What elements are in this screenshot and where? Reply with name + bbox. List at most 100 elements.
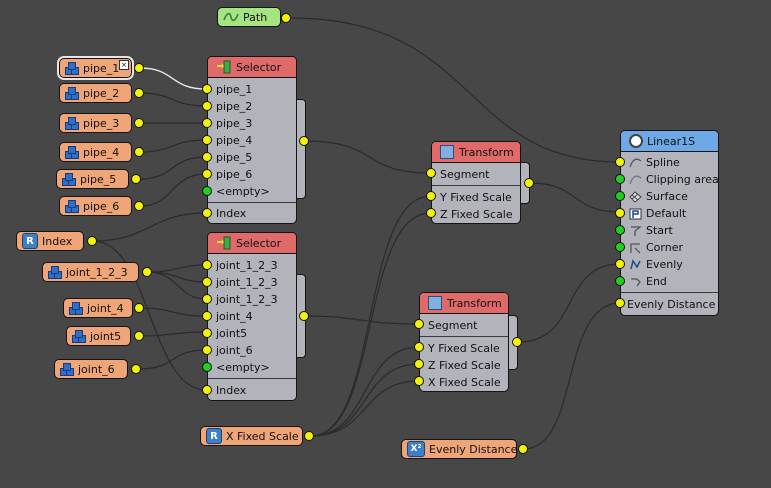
transform-top-header[interactable]: Transform [432,142,520,163]
linear1s-start-pin[interactable] [615,225,625,235]
linear1s-spline-pin[interactable] [615,157,625,167]
joint-1-2-3-label: joint_1_2_3 [66,265,128,279]
joint5-output-pin[interactable] [134,331,144,341]
selector-top-input-pin[interactable] [202,84,212,94]
linear1s-clipping-pin[interactable] [615,174,625,184]
joint-4-node[interactable]: joint_4 [63,298,133,318]
linear1s-title: Linear1S [647,134,696,148]
evenly-distance-node[interactable]: X² Evenly Distance [401,439,517,459]
transform-bottom-row: Y Fixed Scale [428,342,500,355]
joint-1-2-3-node[interactable]: joint_1_2_3 [42,262,139,282]
linear1s-evenly-distance-pin[interactable] [615,298,625,308]
linear1s-row-label: Surface [646,190,688,203]
transform-bottom-header[interactable]: Transform [420,293,508,314]
selector-bottom-input-pin[interactable] [202,328,212,338]
wire-xfs-tr-top-z [310,212,432,437]
transform-bottom-x-pin[interactable] [414,376,424,386]
transform-top-segment-pin[interactable] [426,168,436,178]
wire-xfs-tr-bot-x [310,380,420,437]
selector-bottom-empty-pin[interactable] [202,362,212,372]
selector-top-index-pin[interactable] [202,208,212,218]
joint-1-2-3-output-pin[interactable] [142,267,152,277]
selector-top-node[interactable]: Selector pipe_1 pipe_2 pipe_3 pipe_4 pip… [207,56,297,224]
selector-top-empty-pin[interactable] [202,186,212,196]
linear1s-surface-pin[interactable] [615,191,625,201]
selector-bottom-header[interactable]: Selector [208,233,296,254]
linear1s-end-pin[interactable] [615,276,625,286]
selector-bottom-index-pin[interactable] [202,385,212,395]
joint-4-output-pin[interactable] [134,303,144,313]
pipe-5-node[interactable]: pipe_5 [56,169,129,189]
pipe-4-node[interactable]: pipe_4 [59,142,132,162]
wire-seltop-transform [303,140,432,174]
linear1s-divider [621,292,718,293]
selector-top-index: Index [216,207,247,220]
selector-bottom-input-pin[interactable] [202,294,212,304]
linear1s-row-label: Spline [646,156,680,169]
joint5-node[interactable]: joint5 [66,326,131,346]
selector-top-input-pin[interactable] [202,101,212,111]
linear1s-row-surface: Surface [629,188,688,205]
transform-bottom-z-pin[interactable] [414,359,424,369]
transform-top-node[interactable]: Transform Segment Y Fixed Scale Z Fixed … [431,141,521,224]
linear1s-header[interactable]: Linear1S [621,131,718,152]
selector-top-input-pin[interactable] [202,152,212,162]
index-node[interactable]: R Index [16,231,84,251]
end-icon [631,278,641,287]
x-fixed-scale-output-pin[interactable] [304,431,314,441]
wire-pipe4-selector [139,139,207,153]
wave-icon [223,12,239,22]
transform-top-y-pin[interactable] [426,191,436,201]
pipe-1-node[interactable]: pipe_1 × [57,56,134,80]
pipe-2-node[interactable]: pipe_2 [59,83,132,103]
transform-bottom-output-pin[interactable] [512,337,522,347]
surface-icon [629,191,642,203]
clipping-icon [629,175,642,185]
selector-bottom-node[interactable]: Selector joint_1_2_3 joint_1_2_3 joint_1… [207,232,297,401]
selector-bottom-input-pin[interactable] [202,345,212,355]
selector-top-output-pin[interactable] [299,136,309,146]
transform-top-title: Transform [459,145,514,159]
linear1s-evenly-pin[interactable] [615,259,625,269]
selector-bottom-input-pin[interactable] [202,277,212,287]
pipe-6-output-pin[interactable] [134,201,144,211]
selector-bottom-row: joint5 [216,327,248,340]
path-output-pin[interactable] [281,13,291,23]
selector-top-input-pin[interactable] [202,135,212,145]
transform-top-z-pin[interactable] [426,208,436,218]
pipe-4-output-pin[interactable] [134,147,144,157]
close-icon[interactable]: × [119,60,129,70]
pipe-6-node[interactable]: pipe_6 [59,196,132,216]
selector-bottom-input-pin[interactable] [202,311,212,321]
path-node[interactable]: Path [217,7,281,27]
evenly-distance-output-pin[interactable] [518,444,528,454]
selector-icon [217,60,231,74]
joint-6-output-pin[interactable] [131,364,141,374]
joint-6-node[interactable]: joint_6 [54,359,128,379]
selector-bottom-row-empty: <empty> [216,361,270,374]
selector-top-row: pipe_2 [216,100,253,113]
transform-bottom-y-pin[interactable] [414,342,424,352]
transform-bottom-segment-pin[interactable] [414,319,424,329]
pipe-3-output-pin[interactable] [134,118,144,128]
transform-bottom-node[interactable]: Transform Segment Y Fixed Scale Z Fixed … [419,292,509,392]
x-fixed-scale-node[interactable]: R X Fixed Scale [200,426,303,446]
selector-bottom-row: joint_1_2_3 [216,293,278,306]
selector-top-input-pin[interactable] [202,118,212,128]
pipe-1-output-pin[interactable] [134,63,144,73]
index-output-pin[interactable] [87,236,97,246]
pipe-3-node[interactable]: pipe_3 [59,113,132,133]
pipe-2-output-pin[interactable] [134,88,144,98]
transform-top-output-pin[interactable] [524,178,534,188]
selector-top-input-pin[interactable] [202,169,212,179]
selector-bottom-output-pin[interactable] [299,311,309,321]
selector-bottom-input-pin[interactable] [202,260,212,270]
pipe-1-label: pipe_1 [83,61,120,75]
linear1s-node[interactable]: Linear1S Spline Clipping area Surface De… [620,130,719,316]
linear1s-default-pin[interactable] [615,208,625,218]
wire-pipe6-selector [139,173,207,207]
pipe-5-output-pin[interactable] [131,174,141,184]
linear1s-corner-pin[interactable] [615,242,625,252]
selector-top-header[interactable]: Selector [208,57,296,78]
